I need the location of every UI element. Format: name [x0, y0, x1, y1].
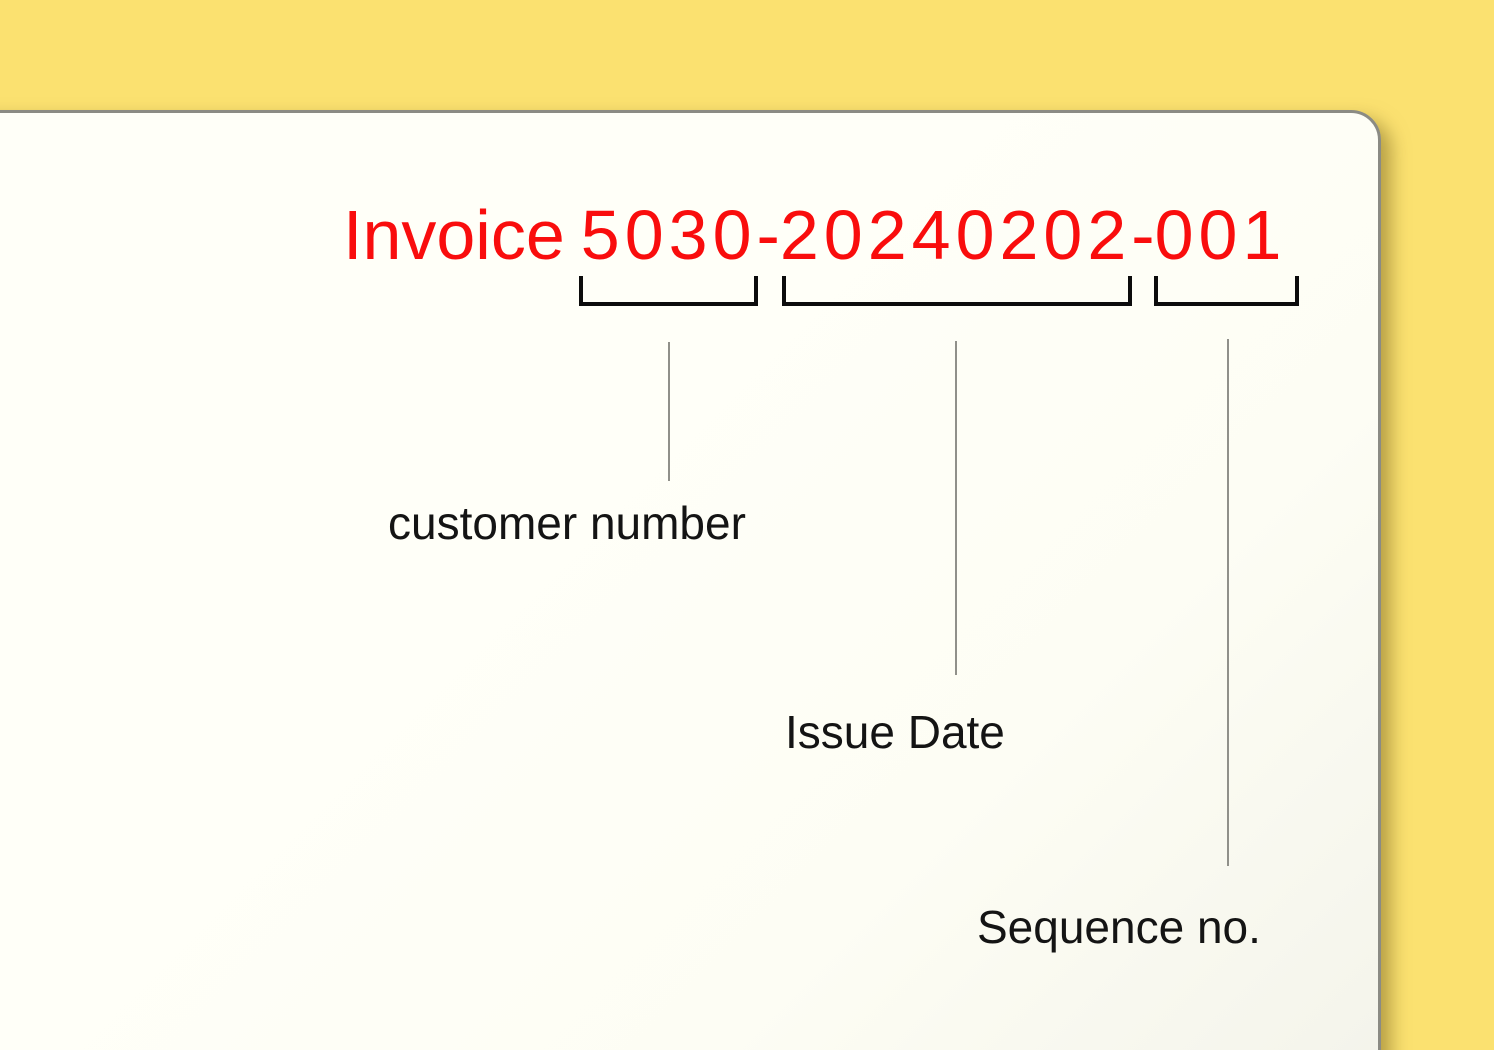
invoice-card — [0, 110, 1381, 1050]
separator-hyphen-2: - — [1131, 196, 1155, 274]
issue-date-connector-line — [954, 341, 957, 675]
sequence-number-bracket — [1153, 276, 1300, 306]
sequence-number-segment: 001 — [1153, 200, 1300, 866]
issue-date-value: 20240202 — [779, 196, 1132, 274]
separator-hyphen-1: - — [756, 196, 780, 274]
customer-number-segment: 5030 — [578, 200, 758, 481]
sequence-number-connector-line — [1226, 339, 1229, 866]
customer-number-bracket — [578, 276, 758, 306]
invoice-title-prefix: Invoice — [343, 196, 565, 274]
customer-number-connector-line — [667, 342, 670, 481]
issue-date-label: Issue Date — [785, 706, 1005, 758]
sequence-number-value: 001 — [1154, 196, 1287, 274]
sequence-number-label: Sequence no. — [977, 901, 1261, 953]
customer-number-label: customer number — [388, 497, 746, 549]
issue-date-bracket — [781, 276, 1133, 306]
issue-date-segment: 20240202 — [780, 200, 1133, 675]
customer-number-value: 5030 — [580, 196, 757, 274]
